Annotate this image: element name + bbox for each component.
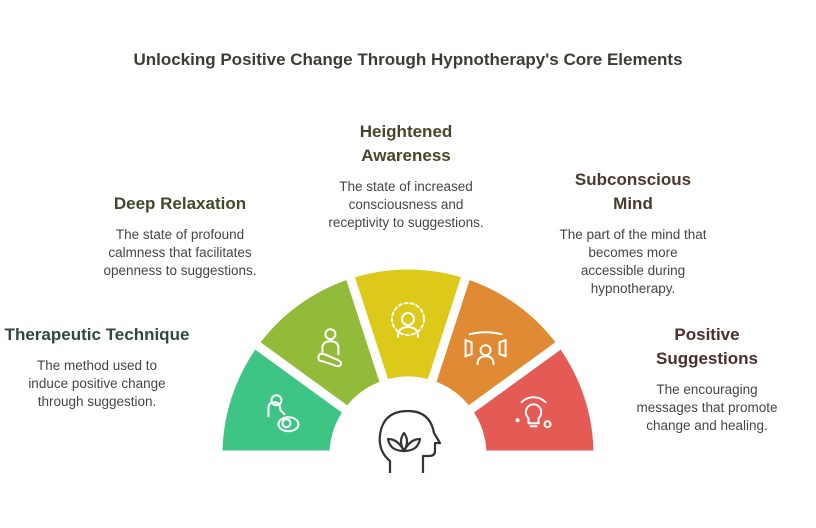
element-heading: Subconscious Mind xyxy=(574,170,692,213)
element-heading: Positive Suggestions xyxy=(655,325,758,368)
element-description: The state of profound calmness that faci… xyxy=(103,227,257,278)
meditation-icon xyxy=(317,328,343,368)
fan-segment xyxy=(461,337,603,460)
lightbulb-icon xyxy=(515,396,552,429)
element-description: The part of the mind that becomes more a… xyxy=(559,227,707,296)
element-positive-suggestions: Positive Suggestions The encouraging mes… xyxy=(607,323,807,435)
radiant-person-icon xyxy=(391,302,425,338)
element-description: The encouraging messages that promote ch… xyxy=(636,382,778,433)
page-title: Unlocking Positive Change Through Hypnot… xyxy=(133,50,683,69)
element-deep-relaxation: Deep Relaxation The state of profound ca… xyxy=(80,192,280,280)
head-lotus-icon xyxy=(378,409,442,473)
element-description: The state of increased consciousness and… xyxy=(328,179,484,230)
caregiver-icon xyxy=(267,394,300,433)
element-heading: Heightened Awareness xyxy=(359,122,453,165)
immersive-room-icon xyxy=(464,331,507,366)
element-heightened-awareness: Heightened Awareness The state of increa… xyxy=(306,120,506,232)
element-heading: Therapeutic Technique xyxy=(4,325,190,344)
element-description: The method used to induce positive chang… xyxy=(28,358,166,409)
element-heading: Deep Relaxation xyxy=(113,194,247,213)
element-therapeutic-technique: Therapeutic Technique The method used to… xyxy=(0,323,197,411)
element-subconscious-mind: Subconscious Mind The part of the mind t… xyxy=(533,168,733,298)
